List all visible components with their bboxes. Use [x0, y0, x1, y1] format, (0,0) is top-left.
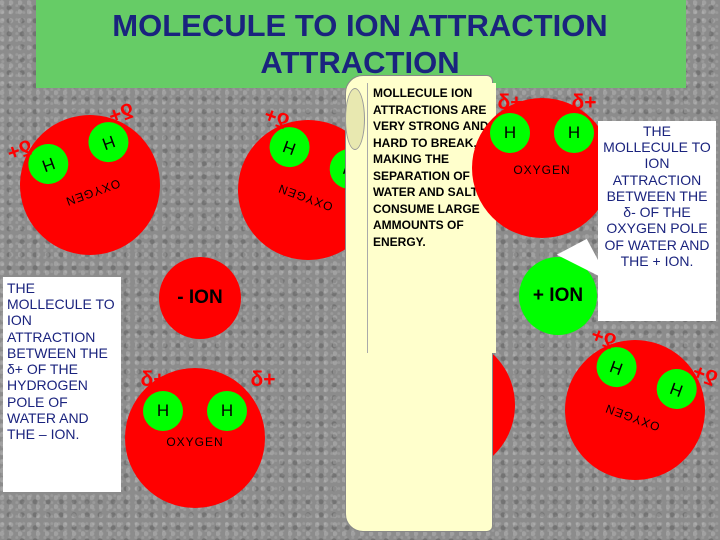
delta-plus-label: δ+	[497, 91, 523, 114]
negative-ion	[159, 257, 241, 339]
hydrogen-atom: H	[490, 113, 530, 153]
delta-minus-label: δ-	[185, 484, 205, 507]
hydrogen-atom: H	[207, 391, 247, 431]
delta-plus-label: δ+	[140, 368, 166, 391]
scroll-curl	[345, 88, 365, 150]
delta-plus-label: δ+	[250, 368, 276, 391]
oxygen-label: OXYGEN	[166, 435, 224, 449]
oxygen-label: OXYGEN	[513, 163, 571, 177]
negative-ion-label: - ION	[177, 287, 223, 308]
delta-plus-label: δ+	[571, 91, 597, 114]
hydrogen-atom: H	[554, 113, 594, 153]
page-title: MOLECULE TO ION ATTRACTION ATTRACTION	[40, 8, 680, 81]
oxygen-atom	[125, 368, 265, 508]
hydrogen-pole-explanation: THE MOLLECULE TO ION ATTRACTION BETWEEN …	[3, 277, 121, 492]
hydrogen-atom: H	[143, 391, 183, 431]
positive-ion-label: + ION	[532, 285, 584, 306]
title-banner	[36, 0, 686, 88]
oxygen-pole-explanation: THE MOLLECULE TO ION ATTRACTION BETWEEN …	[598, 121, 716, 321]
title-line-2: ATTRACTION	[260, 44, 460, 80]
delta-minus-label: δ-	[532, 206, 552, 229]
scroll-note-page	[367, 83, 496, 353]
scroll-note-text: MOLLECULE ION ATTRACTIONS ARE VERY STRON…	[373, 86, 489, 249]
positive-ion	[519, 257, 597, 335]
title-line-1: MOLECULE TO ION ATTRACTION	[112, 8, 608, 43]
